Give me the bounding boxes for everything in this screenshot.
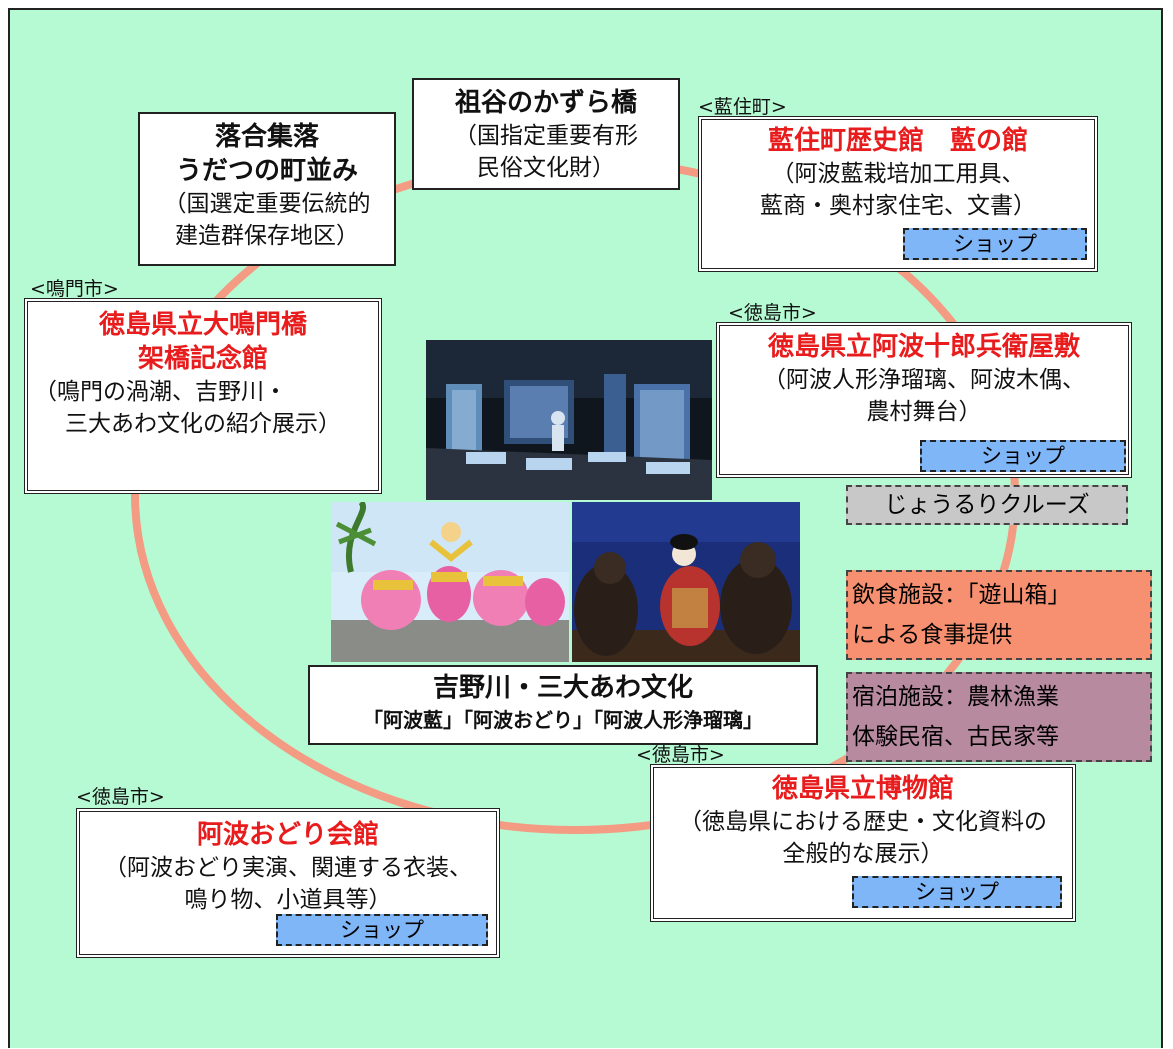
ochiai-title1: 落合集落 — [214, 122, 319, 152]
ochiai-box: 落合集落 うだつの町並み （国選定重要伝統的 建造群保存地区） — [138, 112, 396, 266]
awaodori-line1: （阿波おどり実演、関連する衣装、 — [104, 855, 472, 881]
museum-region-tag: <徳島市> — [636, 744, 725, 766]
awaodori-region-tag: <徳島市> — [76, 786, 165, 808]
lodging-line2: 体験民宿、古民家等 — [852, 724, 1059, 750]
joruri-cruise-label: じょうるりクルーズ — [846, 485, 1128, 525]
museum-shop-label: ショップ — [852, 876, 1062, 908]
awaodori-title: 阿波おどり会館 — [196, 820, 379, 850]
food-facility-box: 飲食施設：「遊山箱」 による食事提供 — [846, 570, 1152, 660]
iya-line2: 民俗文化財） — [477, 155, 615, 181]
center-title: 吉野川・三大あわ文化 — [432, 673, 693, 703]
center-subtitle: 「阿波藍」「阿波おどり」「阿波人形浄瑠璃」 — [363, 708, 763, 732]
ochiai-line2: 建造群保存地区） — [175, 223, 359, 249]
awa-odori-photo — [331, 502, 569, 662]
naruto-museum-box: 徳島県立大鳴門橋 架橋記念館 （鳴門の渦潮、吉野川・ 三大あわ文化の紹介展示） — [24, 298, 382, 494]
food-line2: による食事提供 — [852, 622, 1013, 648]
aizumi-title: 藍住町歴史館 藍の館 — [767, 126, 1028, 156]
awaodori-shop-label: ショップ — [276, 914, 488, 946]
ningyo-joruri-photo — [572, 502, 800, 662]
iya-kazurabashi-box: 祖谷のかずら橋 （国指定重要有形 民俗文化財） — [412, 78, 680, 190]
naruto-line1: （鳴門の渦潮、吉野川・ — [34, 379, 287, 405]
naruto-title2: 架橋記念館 — [137, 344, 268, 374]
aizumi-region-tag: <藍住町> — [698, 96, 787, 118]
naruto-title1: 徳島県立大鳴門橋 — [98, 310, 307, 340]
jurobei-shop-label: ショップ — [920, 440, 1126, 472]
aizumi-shop-label: ショップ — [903, 228, 1087, 260]
ochiai-line1: （国選定重要伝統的 — [163, 191, 371, 217]
exhibit-hall-photo — [426, 340, 712, 500]
diagram-canvas: 祖谷のかずら橋 （国指定重要有形 民俗文化財） 落合集落 うだつの町並み （国選… — [8, 8, 1163, 1048]
lodging-facility-box: 宿泊施設：農林漁業 体験民宿、古民家等 — [846, 672, 1152, 762]
ochiai-title2: うだつの町並み — [175, 156, 358, 186]
jurobei-region-tag: <徳島市> — [728, 302, 817, 324]
aizumi-line1: （阿波藍栽培加工用具、 — [771, 161, 1025, 187]
museum-title: 徳島県立博物館 — [771, 774, 954, 804]
aizumi-line2: 藍商・奥村家住宅、文書） — [760, 193, 1036, 219]
jurobei-line2: 農村舞台） — [866, 399, 982, 425]
museum-line2: 全般的な展示） — [782, 841, 944, 867]
lodging-line1: 宿泊施設：農林漁業 — [852, 684, 1059, 710]
iya-line1: （国指定重要有形 — [454, 123, 638, 149]
iya-title: 祖谷のかずら橋 — [454, 88, 637, 118]
food-line1: 飲食施設：「遊山箱」 — [852, 582, 1071, 608]
jurobei-line1: （阿波人形浄瑠璃、阿波木偶、 — [763, 367, 1085, 393]
naruto-line2: 三大あわ文化の紹介展示） — [65, 411, 341, 437]
awaodori-line2: 鳴り物、小道具等） — [184, 887, 392, 913]
museum-line1: （徳島県における歴史・文化資料の — [679, 809, 1047, 835]
jurobei-title: 徳島県立阿波十郎兵衛屋敷 — [767, 332, 1080, 362]
naruto-region-tag: <鳴門市> — [30, 278, 119, 300]
center-caption-box: 吉野川・三大あわ文化 「阿波藍」「阿波おどり」「阿波人形浄瑠璃」 — [308, 665, 818, 745]
